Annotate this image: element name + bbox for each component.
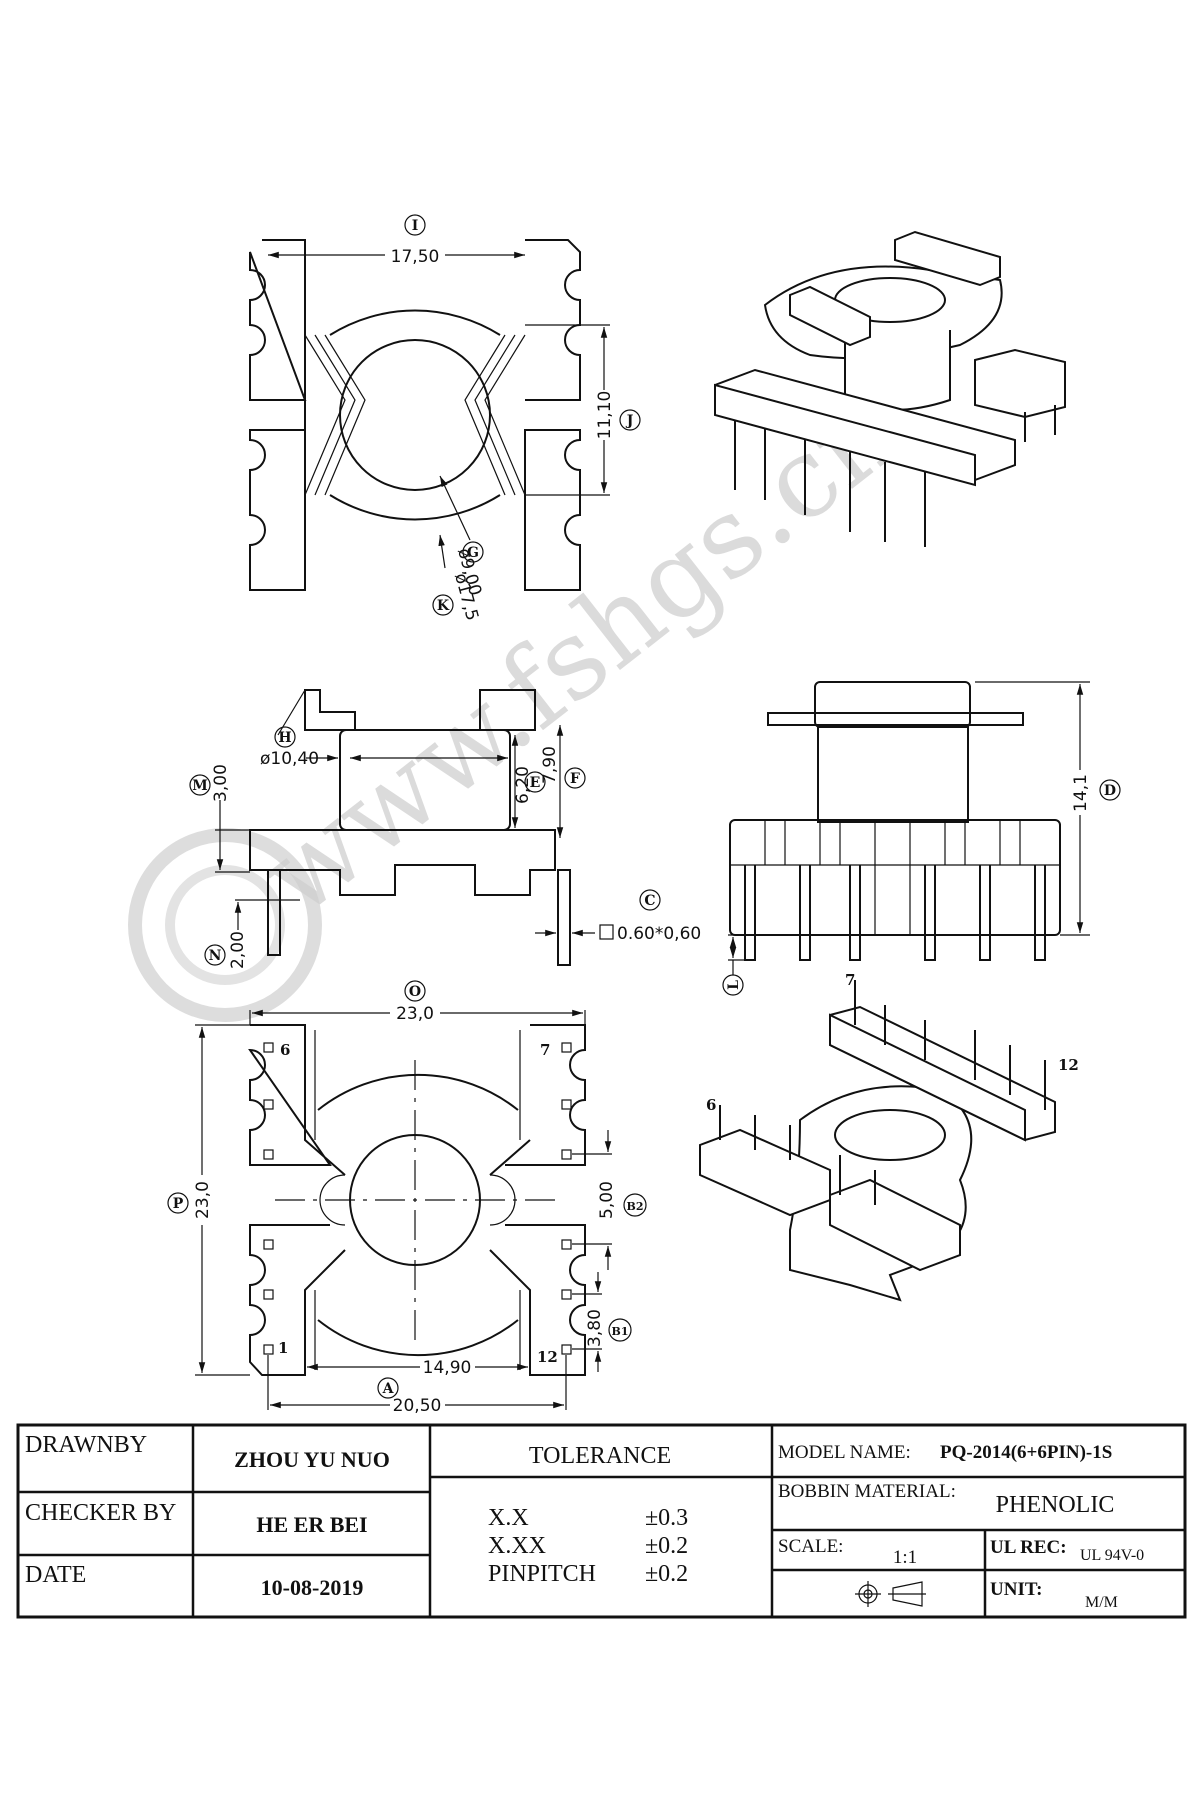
- date-label: DATE: [25, 1562, 86, 1588]
- drawn-by-value: ZHOU YU NUO: [234, 1447, 390, 1472]
- dim-F-value: 7,90: [540, 746, 560, 784]
- pin-label-1: 1: [278, 1339, 288, 1357]
- isometric-view-top: [714, 230, 1066, 547]
- dim-H-tag: H: [278, 730, 291, 746]
- front-view: 14,1 D L: [722, 681, 1121, 996]
- ul-rec-label: UL REC:: [990, 1537, 1067, 1558]
- tolerance-value: ±0.3: [645, 1505, 688, 1531]
- top-view: 17,50 I 11,10 J ø9,00 G ø17,5 K: [249, 214, 641, 623]
- tolerance-key: PINPITCH: [488, 1561, 596, 1587]
- dim-K-tag: K: [437, 598, 450, 614]
- iso-pin-label-6: 6: [706, 1096, 716, 1114]
- dim-P-value: 23,0: [193, 1181, 213, 1219]
- checker-value: HE ER BEI: [256, 1512, 367, 1537]
- model-name-value: PQ-2014(6+6PIN)-1S: [940, 1442, 1112, 1463]
- dim-C-tag: C: [644, 893, 655, 909]
- dim-D-tag: D: [1104, 783, 1116, 799]
- dim-J-value: 11,10: [595, 391, 615, 440]
- side-view: ø10,40 H 6,20 E 7,90 F 3,00 M 2,00 N 0.6…: [189, 689, 701, 969]
- tolerance-value: ±0.2: [645, 1561, 688, 1587]
- dim-M-value: 3,00: [211, 764, 231, 802]
- dim-G-tag: G: [467, 545, 479, 561]
- dim-L-tag: L: [726, 980, 742, 990]
- dim-E-tag: E: [530, 775, 541, 791]
- ul-rec-value: UL 94V-0: [1080, 1547, 1144, 1564]
- bobbin-material-label: BOBBIN MATERIAL:: [778, 1481, 956, 1502]
- watermark-text: www.fshgs.cn: [237, 368, 920, 941]
- pin-label-6: 6: [280, 1041, 290, 1059]
- tolerance-label: TOLERANCE: [529, 1443, 671, 1469]
- iso-pin-label-7: 7: [845, 971, 855, 989]
- tolerance-value: ±0.2: [645, 1533, 688, 1559]
- dim-A-value: 20,50: [393, 1396, 442, 1416]
- unit-value: M/M: [1085, 1594, 1118, 1611]
- pin-squares: [263, 1042, 572, 1355]
- dim-O-tag: O: [409, 984, 421, 1000]
- dim-J-tag: J: [625, 413, 634, 429]
- dim-I-tag: I: [412, 218, 419, 234]
- checker-label: CHECKER BY: [25, 1500, 176, 1526]
- scale-value: 1:1: [893, 1547, 917, 1568]
- dim-B1-tag: B1: [612, 1325, 629, 1338]
- dim-N-tag: N: [209, 948, 222, 964]
- unit-label: UNIT:: [990, 1579, 1042, 1600]
- date-value: 10-08-2019: [261, 1575, 364, 1600]
- tolerance-key: X.XX: [488, 1533, 546, 1559]
- bottom-view: 6 7 1 12 23,0 O 23,0 P 5,00 B2 3,80 B1 1…: [167, 980, 647, 1416]
- dim-B2-value: 5,00: [597, 1181, 617, 1219]
- dim-A-tag: A: [382, 1381, 395, 1397]
- pin-label-7: 7: [540, 1041, 550, 1059]
- dim-inner-value: 14,90: [423, 1358, 472, 1378]
- isometric-view-bottom: 7 12 6: [699, 971, 1079, 1302]
- dim-O-value: 23,0: [396, 1004, 434, 1024]
- dim-D-value: 14,1: [1071, 774, 1091, 812]
- bobbin-material-value: PHENOLIC: [996, 1492, 1115, 1518]
- dim-I-value: 17,50: [391, 247, 440, 267]
- dim-N-value: 2,00: [228, 931, 248, 969]
- dim-B2-tag: B2: [627, 1200, 644, 1213]
- iso-pin-label-12: 12: [1058, 1056, 1079, 1074]
- tolerance-key: X.X: [488, 1505, 529, 1531]
- dim-H-value: ø10,40: [260, 749, 319, 769]
- scale-label: SCALE:: [778, 1536, 843, 1557]
- watermark: www.fshgs.cn: [128, 368, 920, 1022]
- dim-B1-value: 3,80: [585, 1309, 605, 1347]
- dim-P-tag: P: [173, 1196, 184, 1212]
- model-name-label: MODEL NAME:: [778, 1442, 911, 1463]
- pin-label-12: 12: [537, 1348, 558, 1366]
- title-block: DRAWNBY ZHOU YU NUO CHECKER BY HE ER BEI…: [16, 1423, 1187, 1619]
- projection-symbol-icon: [855, 1581, 926, 1607]
- dim-M-tag: M: [192, 778, 208, 794]
- dim-C-value: 0.60*0,60: [617, 924, 701, 944]
- dim-F-tag: F: [570, 771, 580, 787]
- drawn-by-label: DRAWNBY: [25, 1432, 147, 1458]
